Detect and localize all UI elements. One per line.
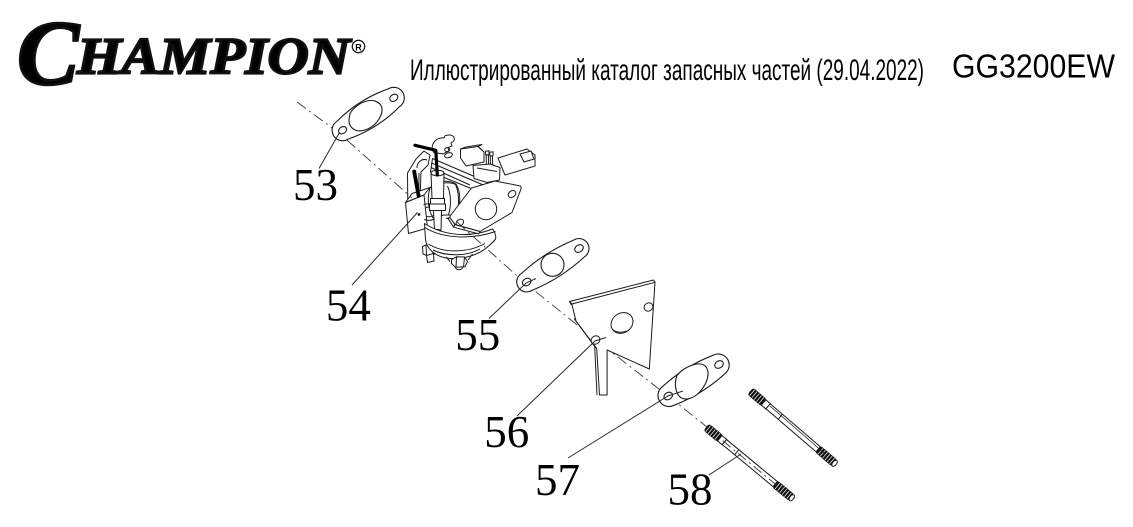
svg-text:R: R (355, 43, 362, 53)
svg-text:54: 54 (326, 280, 371, 330)
svg-text:58: 58 (668, 465, 713, 515)
svg-text:55: 55 (455, 310, 500, 360)
svg-text:C: C (17, 2, 81, 104)
svg-text:56: 56 (484, 407, 529, 457)
svg-text:HAMPION: HAMPION (76, 29, 353, 86)
svg-text:57: 57 (535, 455, 580, 505)
svg-text:Иллюстрированный каталог запас: Иллюстрированный каталог запасных частей… (410, 54, 924, 87)
svg-text:GG3200EW: GG3200EW (952, 49, 1115, 86)
svg-text:53: 53 (293, 160, 338, 210)
